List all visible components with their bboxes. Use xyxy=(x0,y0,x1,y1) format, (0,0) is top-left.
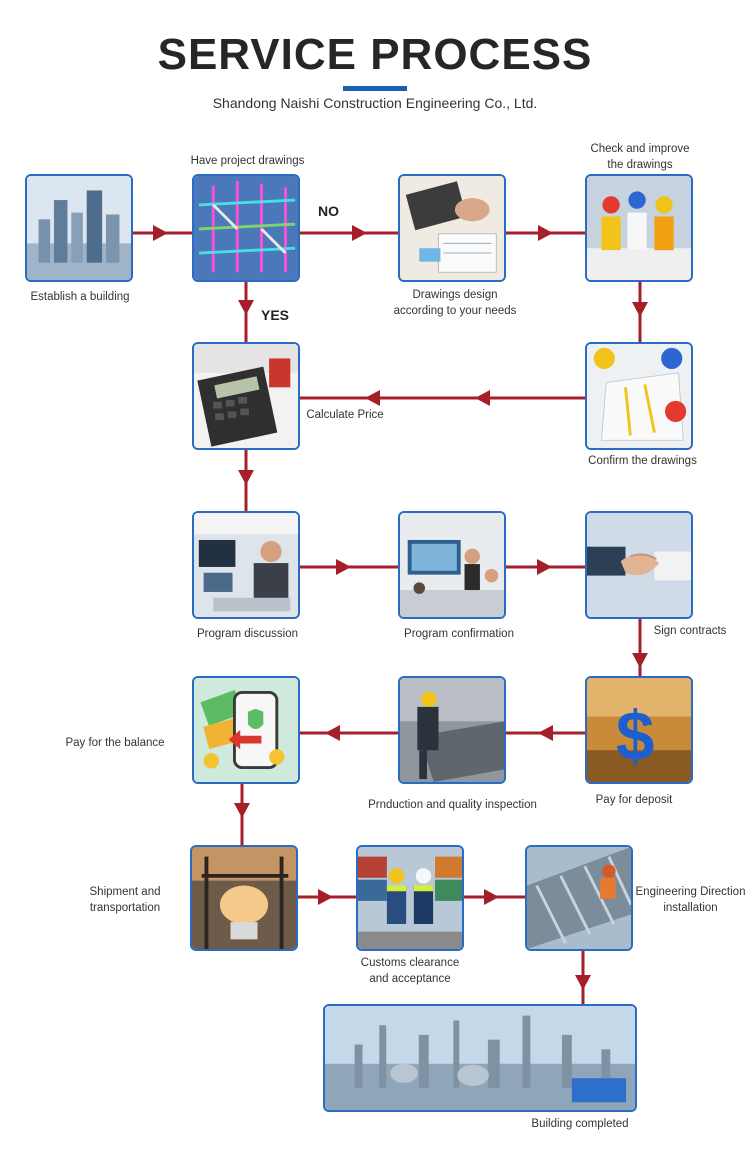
label-program-discussion: Program discussion xyxy=(197,628,298,640)
establish-building-image xyxy=(25,174,133,282)
label-drawings-design-line1: Drawings design xyxy=(412,289,498,301)
label-establish: Establish a building xyxy=(30,291,130,303)
installation-image xyxy=(525,845,633,951)
label-check-improve-line1: Check and improve xyxy=(590,143,690,155)
label-installation: Engineering Direction installation xyxy=(633,884,748,916)
drawings-design-image xyxy=(398,174,506,282)
production-inspection-image xyxy=(398,676,506,784)
label-pay-balance: Pay for the balance xyxy=(65,737,165,749)
label-drawings-design: Drawings design according to your needs xyxy=(385,287,525,319)
label-calculate-price: Calculate Price xyxy=(306,409,384,421)
label-installation-line1: Engineering Direction xyxy=(635,886,746,898)
label-drawings-design-line2: according to your needs xyxy=(393,305,517,317)
program-confirmation-image xyxy=(398,511,506,619)
check-drawings-image xyxy=(585,174,693,282)
pay-deposit-image: $ xyxy=(585,676,693,784)
page-subtitle: Shandong Naishi Construction Engineering… xyxy=(212,95,538,111)
label-shipment-line2: transportation xyxy=(89,902,161,914)
label-have-drawings: Have project drawings xyxy=(190,155,305,167)
shipment-image xyxy=(190,845,298,951)
program-discussion-image xyxy=(192,511,300,619)
calculator-image xyxy=(192,342,300,450)
label-confirm-drawings: Confirm the drawings xyxy=(588,455,697,467)
label-sign-contracts: Sign contracts xyxy=(653,625,727,637)
pay-balance-image xyxy=(192,676,300,784)
building-completed-image xyxy=(323,1004,637,1112)
label-check-improve-line2: the drawings xyxy=(607,159,673,171)
label-shipment: Shipment and transportation xyxy=(75,884,175,916)
label-shipment-line1: Shipment and xyxy=(89,886,161,898)
label-customs-line1: Customs clearance xyxy=(360,957,460,969)
label-program-confirmation: Program confirmation xyxy=(404,628,514,640)
decision-yes-label: YES xyxy=(261,307,290,323)
confirm-drawings-image xyxy=(585,342,693,450)
project-drawings-image xyxy=(192,174,300,282)
label-production: Prnduction and quality inspection xyxy=(368,799,537,811)
label-customs: Customs clearance and acceptance xyxy=(350,955,470,987)
label-pay-deposit: Pay for deposit xyxy=(595,794,673,806)
title-underline xyxy=(343,86,407,91)
label-customs-line2: and acceptance xyxy=(369,973,451,985)
label-check-improve: Check and improve the drawings xyxy=(570,141,710,173)
label-installation-line2: installation xyxy=(663,902,718,914)
svg-text:$: $ xyxy=(616,697,655,775)
label-building-completed: Building completed xyxy=(531,1118,629,1130)
sign-contracts-image xyxy=(585,511,693,619)
decision-no-label: NO xyxy=(318,203,339,219)
page-title: SERVICE PROCESS xyxy=(157,30,593,79)
customs-image xyxy=(356,845,464,951)
